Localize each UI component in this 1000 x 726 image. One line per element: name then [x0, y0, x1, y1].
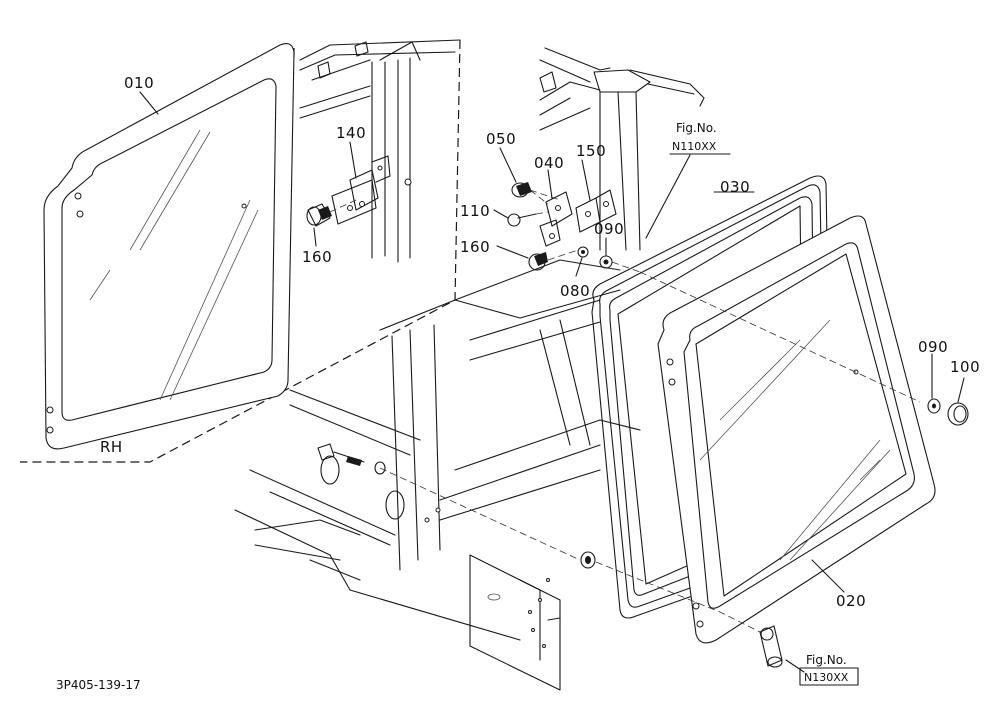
cap-100 — [947, 402, 969, 426]
bushing-lower — [580, 551, 596, 569]
label-090-upper: 090 — [594, 220, 624, 238]
label-100: 100 — [950, 358, 980, 376]
label-140: 140 — [336, 124, 366, 142]
nut-160-right — [528, 249, 579, 271]
label-160-right: 160 — [460, 238, 490, 256]
side-label-rh: RH — [100, 438, 123, 456]
cab-frame — [234, 39, 705, 691]
label-030: 030 — [720, 178, 750, 196]
hinge-140 — [331, 155, 391, 225]
washer-080 — [577, 246, 589, 258]
fig-ref-code: N130XX — [804, 671, 849, 684]
bolt-110 — [507, 211, 549, 227]
bolt-050 — [511, 182, 561, 201]
window-010 — [43, 43, 295, 450]
label-160-left: 160 — [302, 248, 332, 266]
label-010: 010 — [124, 74, 154, 92]
label-150: 150 — [576, 142, 606, 160]
label-020: 020 — [836, 592, 866, 610]
label-110: 110 — [460, 202, 490, 220]
bracket-150 — [575, 189, 617, 233]
washer-090-right — [927, 398, 941, 414]
drawing-code: 3P405-139-17 — [56, 678, 141, 692]
label-050: 050 — [486, 130, 516, 148]
assembly-lines — [379, 189, 921, 633]
hinge-040 — [539, 191, 573, 247]
leader-lines — [139, 91, 965, 673]
bolt-160-left — [306, 199, 357, 227]
fig-ref-code: N110XX — [672, 140, 717, 153]
window-020 — [657, 215, 936, 644]
washer-090-upper — [599, 255, 641, 273]
fig-ref-title: Fig.No. — [676, 121, 717, 135]
bolt-lower — [317, 443, 386, 475]
fig-ref-title: Fig.No. — [806, 653, 847, 667]
fig-ref-n130xx[interactable]: Fig.No. N130XX — [799, 653, 859, 686]
latch-n130xx — [759, 625, 783, 668]
label-040: 040 — [534, 154, 564, 172]
label-090-right: 090 — [918, 338, 948, 356]
label-080: 080 — [560, 282, 590, 300]
fig-ref-n110xx[interactable]: Fig.No. N110XX — [669, 121, 731, 155]
part-labels: 010 020 030 040 050 080 090 090 100 110 … — [100, 74, 980, 610]
